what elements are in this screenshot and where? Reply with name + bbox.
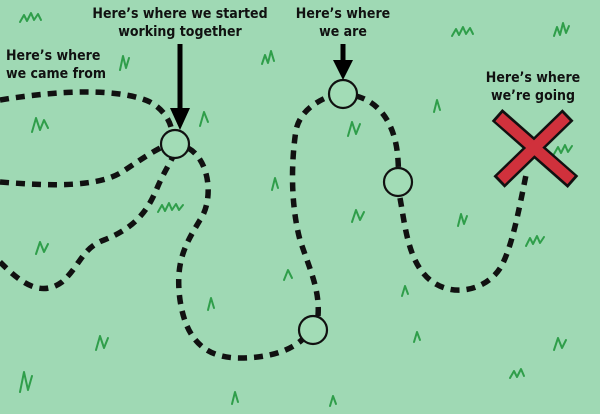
journey-path-final — [397, 174, 529, 293]
grass-tuft-icon — [413, 331, 421, 343]
origin-path-lower — [0, 152, 177, 292]
grass-tuft-icon — [283, 269, 293, 281]
came-from-label-line1: Here’s where — [6, 48, 100, 64]
grass-tuft-icon — [207, 297, 215, 311]
origin-path-middle — [0, 143, 166, 188]
grass-tuft-icon — [231, 391, 239, 405]
origin-path-upper — [0, 89, 175, 135]
journey-path-main — [175, 145, 306, 361]
grass-tuft-icon — [509, 368, 525, 379]
down-arrow-icon — [170, 44, 190, 130]
grass-tuft-icon — [401, 285, 409, 297]
grass-tuft-icon — [119, 55, 130, 71]
milestones — [159, 78, 414, 346]
grass-tuft-icon — [157, 202, 184, 213]
are-label-line1: Here’s where — [296, 6, 390, 22]
started-label-line1: Here’s where we started — [92, 6, 267, 22]
grass-tuft-icon — [199, 111, 209, 127]
journey-path-ahead — [355, 93, 402, 182]
grass-tuft-icon — [351, 209, 365, 223]
grass-tuft-icon — [525, 235, 545, 247]
grass-tuft-icon — [553, 22, 570, 37]
milestone-current-circle — [327, 78, 359, 110]
grass-tuft-icon — [433, 99, 441, 113]
going-label-line1: Here’s where — [486, 70, 580, 86]
grass-tuft-icon — [553, 144, 573, 155]
grass-tuft-icon — [347, 121, 361, 137]
grass-decorations — [19, 12, 573, 407]
grass-tuft-icon — [31, 117, 49, 133]
journey-paths — [0, 89, 529, 361]
grass-tuft-icon — [457, 213, 468, 227]
milestone-next-circle — [382, 166, 414, 198]
milestone-start-circle — [159, 128, 191, 160]
going-label-line2: we’re going — [491, 88, 575, 104]
grass-tuft-icon — [329, 395, 337, 407]
grass-tuft-icon — [553, 337, 567, 351]
started-label-line2: working together — [118, 24, 242, 40]
milestone-past-circle — [297, 314, 329, 346]
grass-tuft-icon — [95, 335, 109, 351]
grass-tuft-icon — [19, 12, 42, 23]
grass-tuft-icon — [261, 50, 275, 65]
are-label-line2: we are — [319, 24, 367, 40]
grass-tuft-icon — [35, 241, 49, 255]
grass-tuft-icon — [451, 26, 474, 37]
labels: Here’s where we came from Here’s where w… — [6, 6, 580, 104]
came-from-label-line2: we came from — [6, 66, 106, 82]
grass-tuft-icon — [19, 371, 33, 393]
down-arrow-icon — [333, 44, 353, 80]
journey-path-climb — [289, 93, 332, 317]
grass-tuft-icon — [271, 177, 279, 191]
x-mark-icon — [491, 108, 579, 189]
